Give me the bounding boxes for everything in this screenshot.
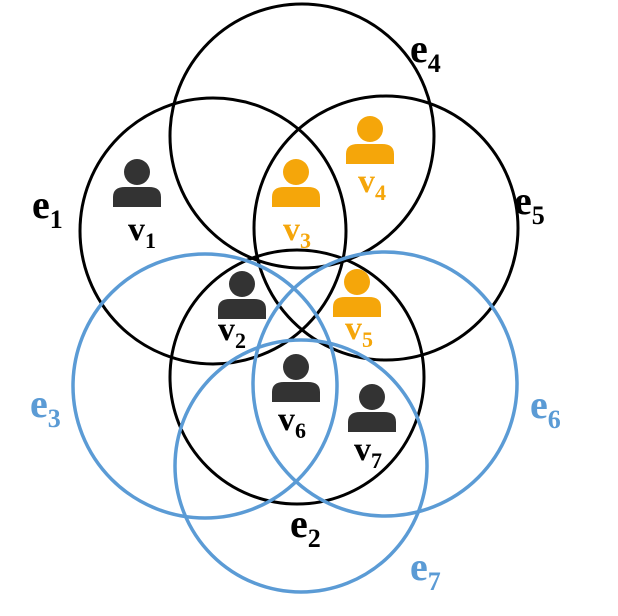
hyperedge-label-e5: e5 (514, 178, 545, 230)
vertex-label-v4: v4 (358, 163, 386, 205)
hyperedge-circle-e3 (71, 252, 339, 520)
user-icon-v4 (346, 116, 394, 164)
hyperedge-circle-e5 (252, 94, 520, 362)
hyperedge-circle-e4 (168, 2, 436, 270)
vertex-label-v6: v6 (278, 401, 306, 443)
user-icon-v2 (218, 271, 266, 319)
user-icon-v6 (272, 354, 320, 402)
user-icon-v1 (113, 159, 161, 207)
hyperedge-circle-e7 (173, 338, 429, 594)
hyperedge-circles (71, 2, 520, 594)
hyperedge-label-e3: e3 (30, 381, 61, 433)
hyperedge-circle-e6 (251, 250, 519, 518)
vertex-label-v7: v7 (354, 431, 382, 473)
hyperedge-label-e6: e6 (530, 382, 561, 434)
hyperedge-label-e4: e4 (410, 26, 441, 78)
hyperedge-circle-e2 (168, 248, 426, 506)
hyperedge-label-e7: e7 (410, 544, 441, 596)
vertex-label-v2: v2 (218, 311, 246, 353)
vertex-label-v5: v5 (345, 310, 373, 352)
user-icon-v5 (333, 269, 381, 317)
user-icon-v7 (348, 384, 396, 432)
vertex-label-v1: v1 (128, 211, 156, 253)
user-icon-v3 (272, 159, 320, 207)
vertex-icons (113, 116, 396, 432)
labels: e1 e2 e3 e4 e5 e6 e7 v1 v2 v3 v4 v5 v6 v7 (30, 26, 561, 596)
vertex-label-v3: v3 (283, 211, 311, 253)
hyperedge-circle-e1 (78, 96, 348, 366)
hyperedge-label-e1: e1 (32, 182, 63, 234)
hyperedge-label-e2: e2 (290, 501, 321, 553)
